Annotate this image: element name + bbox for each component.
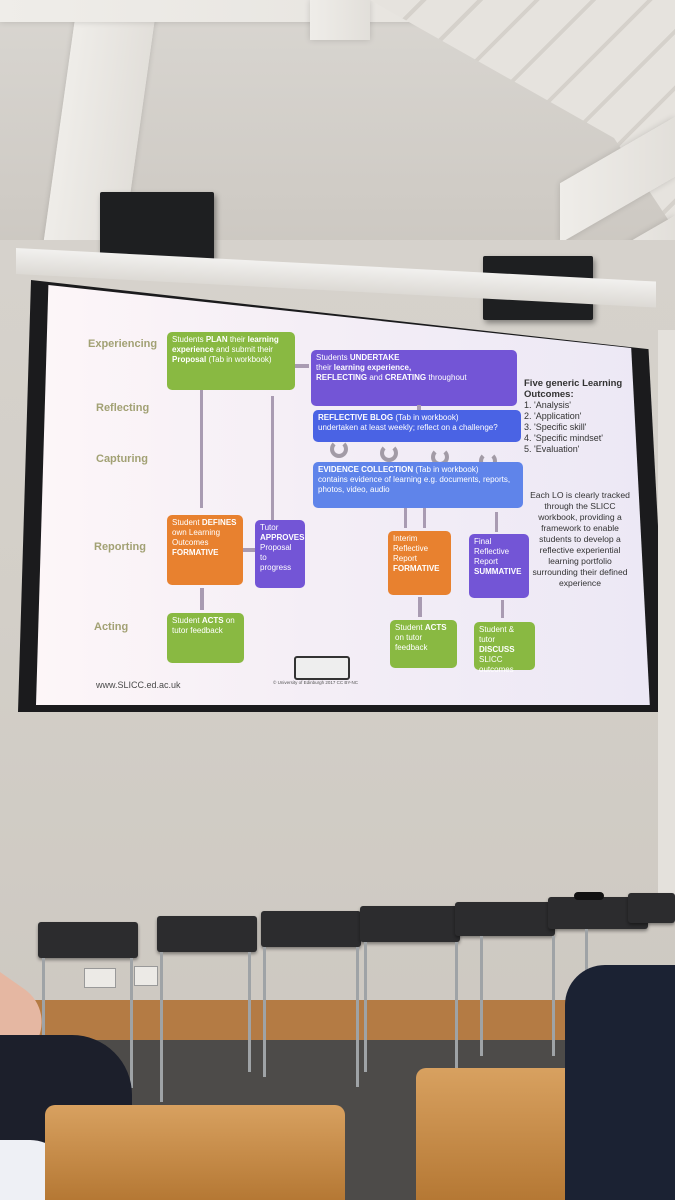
cc-license-icon — [294, 656, 350, 680]
row-label-experiencing: Experiencing — [88, 338, 158, 350]
stool-leg — [364, 942, 367, 1072]
lo-item: 1. 'Analysis' — [524, 400, 571, 410]
power-socket — [84, 968, 116, 988]
row-label-acting: Acting — [94, 621, 129, 633]
evidence-collection-box: EVIDENCE COLLECTION (Tab in workbook)con… — [313, 462, 523, 508]
wooden-skirting — [0, 1000, 675, 1040]
arrow-plan-to-undertake — [295, 364, 309, 368]
stool-leg — [356, 947, 359, 1087]
arrow-interim-evidence — [423, 508, 426, 528]
cycle-icon-1 — [330, 440, 348, 458]
discuss-box: Student & tutor DISCUSS SLICC outcomes — [474, 622, 535, 674]
stool-seat — [157, 916, 257, 952]
reflective-blog-box: REFLECTIVE BLOG (Tab in workbook)underta… — [313, 410, 521, 442]
stool-leg — [480, 936, 483, 1056]
acts-box-right: Student ACTS on tutor feedback — [390, 620, 457, 668]
stool-seat — [628, 893, 675, 923]
cycle-icon-2 — [380, 444, 398, 462]
stool-seat — [38, 922, 138, 958]
audience-person-right — [565, 965, 675, 1200]
chair-back-left — [45, 1105, 345, 1200]
row-label-reflecting: Reflecting — [96, 402, 150, 414]
lo-item: 4. 'Specific mindset' — [524, 433, 603, 443]
arrow-final-discuss — [501, 600, 504, 618]
learning-outcomes-list: Five generic Learning Outcomes: 1. 'Anal… — [524, 378, 629, 455]
stool-leg — [263, 947, 266, 1077]
arrow-evidence-final — [495, 512, 498, 532]
wall-edge — [658, 330, 675, 910]
arrow-defines-acts — [200, 588, 204, 610]
slide-url[interactable]: www.SLICC.ed.ac.uk — [96, 680, 181, 690]
power-socket — [134, 966, 158, 986]
copyright-text: © University of Edinburgh 2017 CC BY-NC — [273, 680, 358, 685]
approves-box: Tutor APPROVES Proposal to progress — [255, 520, 305, 588]
arrow-approves-to-plan — [271, 396, 274, 520]
stool-leg — [248, 952, 251, 1072]
arrow-defines-to-approves — [243, 548, 255, 552]
row-label-reporting: Reporting — [94, 541, 146, 553]
lo-item: 5. 'Evaluation' — [524, 444, 580, 454]
microphone — [574, 892, 604, 900]
arrow-plan-to-defines — [200, 390, 203, 508]
stool-seat — [455, 902, 555, 936]
acts-box-left: Student ACTS on tutor feedback — [167, 613, 244, 663]
arrow-evidence-interim — [404, 508, 407, 528]
slide: Experiencing Reflecting Capturing Report… — [36, 285, 650, 705]
stool-leg — [455, 942, 458, 1072]
lo-item: 3. 'Specific skill' — [524, 422, 587, 432]
stool-seat — [261, 911, 361, 947]
stool-leg — [42, 958, 45, 1058]
lo-item: 2. 'Application' — [524, 411, 582, 421]
row-label-capturing: Capturing — [96, 453, 148, 465]
undertake-box: Students UNDERTAKE their learning experi… — [311, 350, 517, 406]
stool-leg — [552, 936, 555, 1056]
learning-outcomes-description: Each LO is clearly tracked through the S… — [530, 490, 630, 588]
ceiling-beam-mid — [310, 0, 370, 40]
stool-leg — [160, 952, 163, 1102]
plan-box: Students PLAN their learning experience … — [167, 332, 295, 390]
stool-seat — [360, 906, 460, 942]
learning-outcomes-title: Five generic Learning Outcomes: — [524, 378, 623, 400]
stool-leg — [130, 958, 133, 1088]
arrow-interim-acts — [418, 597, 422, 617]
